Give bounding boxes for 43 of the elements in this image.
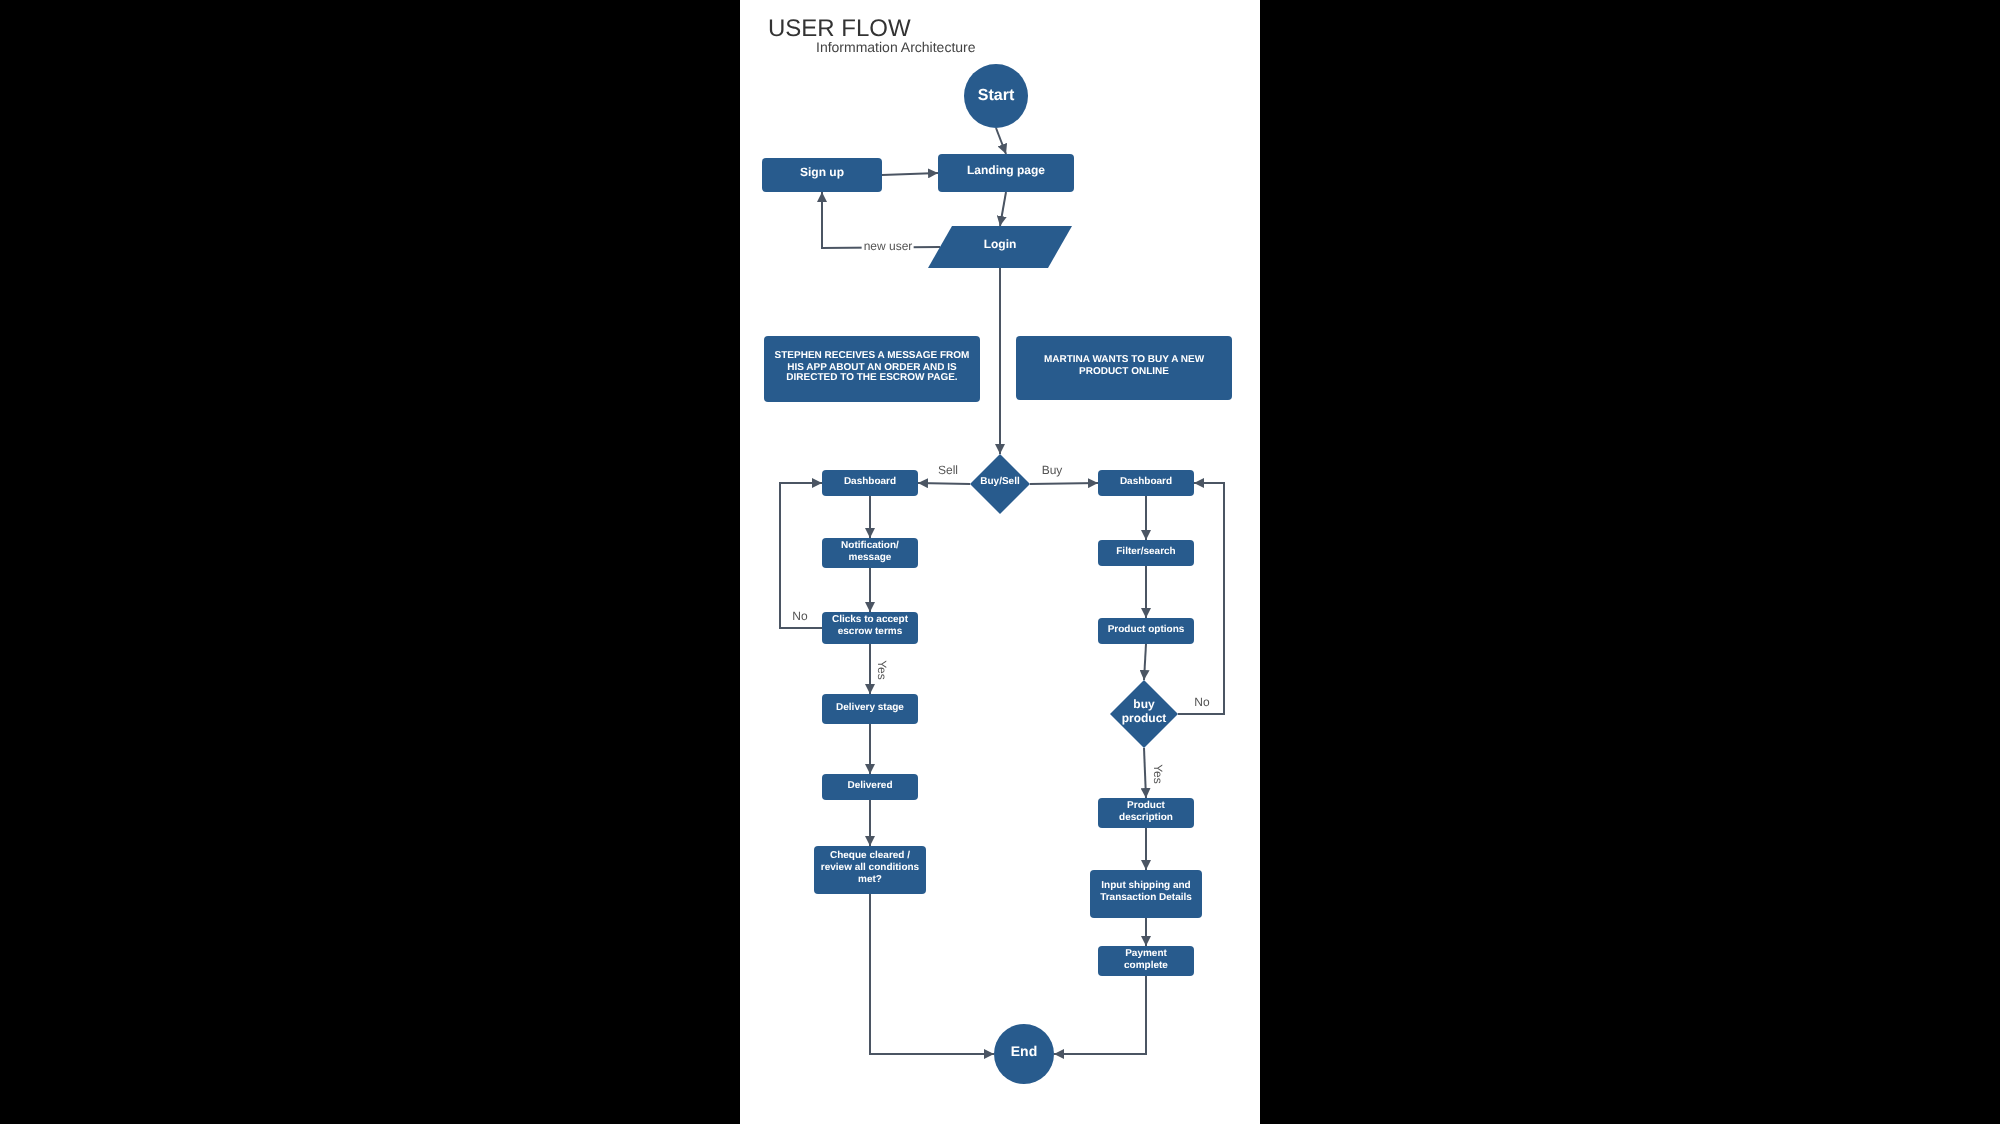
arrow <box>1141 495 1151 541</box>
arrow <box>865 495 875 539</box>
process-box <box>822 470 918 496</box>
process-box <box>1098 470 1194 496</box>
arrow <box>1141 565 1151 619</box>
arrow <box>917 478 971 489</box>
arrow <box>1140 747 1151 799</box>
process-box <box>1090 870 1202 918</box>
arrow <box>996 191 1007 227</box>
arrow <box>1141 917 1151 947</box>
process-box <box>822 774 918 800</box>
process-box <box>764 336 980 402</box>
arrow <box>1053 975 1147 1059</box>
node-text: Start <box>977 86 1015 106</box>
arrow <box>1029 478 1099 489</box>
process-box <box>762 158 882 192</box>
process-box <box>1016 336 1232 400</box>
process-box <box>822 538 918 568</box>
arrow <box>995 127 1008 155</box>
terminal-circle <box>994 1024 1054 1084</box>
process-box <box>1098 618 1194 644</box>
arrow <box>779 478 823 629</box>
process-box <box>822 612 918 644</box>
arrow <box>881 168 939 179</box>
arrow <box>865 723 875 775</box>
process-box <box>1098 540 1194 566</box>
decision-diamond <box>970 454 1030 514</box>
arrow <box>865 567 875 613</box>
arrow <box>865 643 875 695</box>
terminal-circle <box>964 64 1028 128</box>
arrow <box>1177 478 1225 715</box>
arrow <box>865 799 875 847</box>
arrow <box>1139 643 1150 681</box>
arrow <box>869 893 995 1059</box>
process-box <box>1098 946 1194 976</box>
process-box <box>1098 798 1194 828</box>
input-parallelogram <box>928 226 1072 268</box>
diagram-title: USER FLOW <box>768 12 911 42</box>
arrow <box>995 267 1005 455</box>
process-box <box>938 154 1074 192</box>
process-box <box>822 694 918 724</box>
arrow <box>1141 827 1151 871</box>
decision-diamond <box>1110 680 1178 748</box>
